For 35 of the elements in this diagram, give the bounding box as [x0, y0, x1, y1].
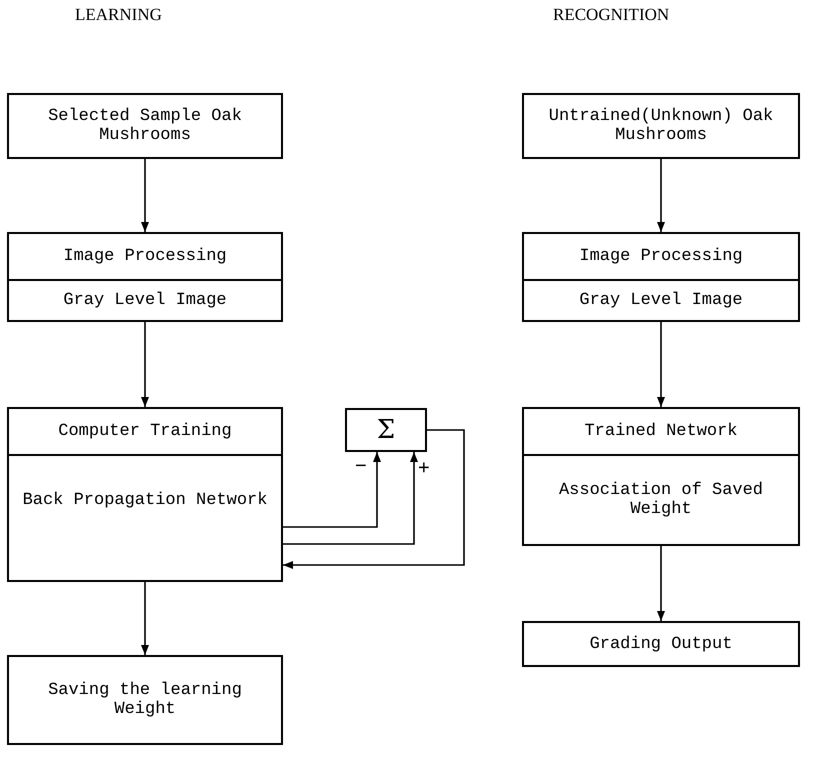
arrow	[283, 429, 465, 569]
box-text: Computer Training	[58, 422, 232, 441]
process-box	[522, 232, 800, 322]
column-heading: RECOGNITION	[553, 5, 670, 25]
process-box	[7, 232, 283, 322]
arrow	[141, 582, 149, 655]
summation-box	[345, 408, 427, 452]
sign-label: −	[355, 456, 367, 476]
process-box	[522, 407, 800, 546]
process-box	[7, 93, 283, 159]
column-heading: LEARNING	[75, 5, 162, 25]
box-text: Selected Sample Oak Mushrooms	[47, 107, 243, 145]
process-box	[7, 655, 283, 745]
arrow	[657, 546, 665, 621]
box-text: Association of Saved Weight	[558, 481, 764, 519]
arrow	[141, 159, 149, 232]
process-box	[522, 93, 800, 159]
arrow	[657, 159, 665, 232]
box-text: Back Propagation Network	[22, 491, 268, 510]
arrow	[141, 322, 149, 407]
arrow	[283, 452, 418, 545]
arrow	[657, 322, 665, 407]
box-text: Untrained(Unknown) Oak Mushrooms	[548, 107, 774, 145]
arrow	[283, 452, 381, 528]
box-text: Image Processing	[63, 247, 227, 266]
box-text: Image Processing	[579, 247, 743, 266]
box-text: Grading Output	[590, 634, 732, 654]
sign-label: +	[418, 458, 430, 478]
box-text: Trained Network	[584, 422, 738, 441]
process-box	[7, 407, 283, 582]
sigma-symbol: Σ	[376, 415, 396, 445]
box-text: Saving the learning Weight	[47, 681, 243, 719]
process-box	[522, 621, 800, 667]
box-text: Gray Level Image	[63, 291, 227, 310]
box-text: Gray Level Image	[579, 291, 743, 310]
